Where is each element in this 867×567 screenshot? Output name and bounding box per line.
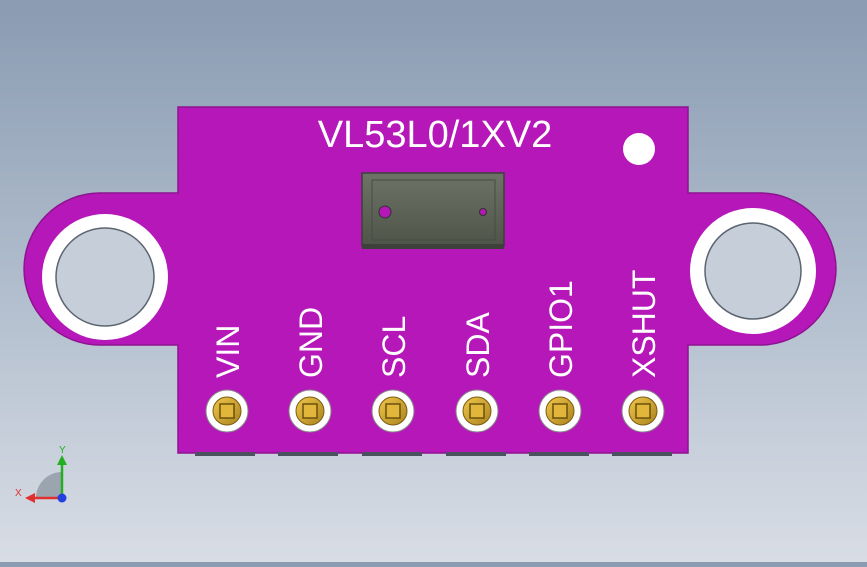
triad-y-label: Y: [59, 445, 66, 456]
triad-origin-z: [57, 493, 67, 503]
triad-x-label: X: [15, 488, 22, 499]
triad-plane-icon: [36, 472, 62, 498]
pin-pad-gnd[interactable]: [288, 389, 332, 433]
pin-header-strips: [195, 452, 672, 456]
mounting-hole-right[interactable]: [690, 208, 816, 334]
pin-label-sda: SDA: [460, 312, 496, 378]
sensor-emitter-lens: [378, 205, 392, 219]
fiducial-marker: [623, 133, 655, 165]
pcb-board[interactable]: [23, 106, 837, 454]
board-title: VL53L0/1XV2: [318, 114, 553, 156]
sensor-chip[interactable]: [361, 172, 505, 249]
mounting-hole-left[interactable]: [42, 214, 168, 340]
pin-pad-xshut[interactable]: [621, 389, 665, 433]
sensor-receiver-lens: [479, 208, 487, 216]
pin-label-vin: VIN: [210, 325, 246, 378]
pin-label-gpio1: GPIO1: [543, 280, 579, 378]
pin-label-gnd: GND: [293, 307, 329, 378]
pin-pad-vin[interactable]: [205, 389, 249, 433]
pin-pad-gpio1[interactable]: [538, 389, 582, 433]
pin-label-xshut: XSHUT: [626, 270, 662, 378]
view-orientation-triad[interactable]: Y X: [15, 445, 67, 503]
pin-label-scl: SCL: [376, 316, 412, 378]
pin-pad-sda[interactable]: [455, 389, 499, 433]
pin-pad-scl[interactable]: [371, 389, 415, 433]
